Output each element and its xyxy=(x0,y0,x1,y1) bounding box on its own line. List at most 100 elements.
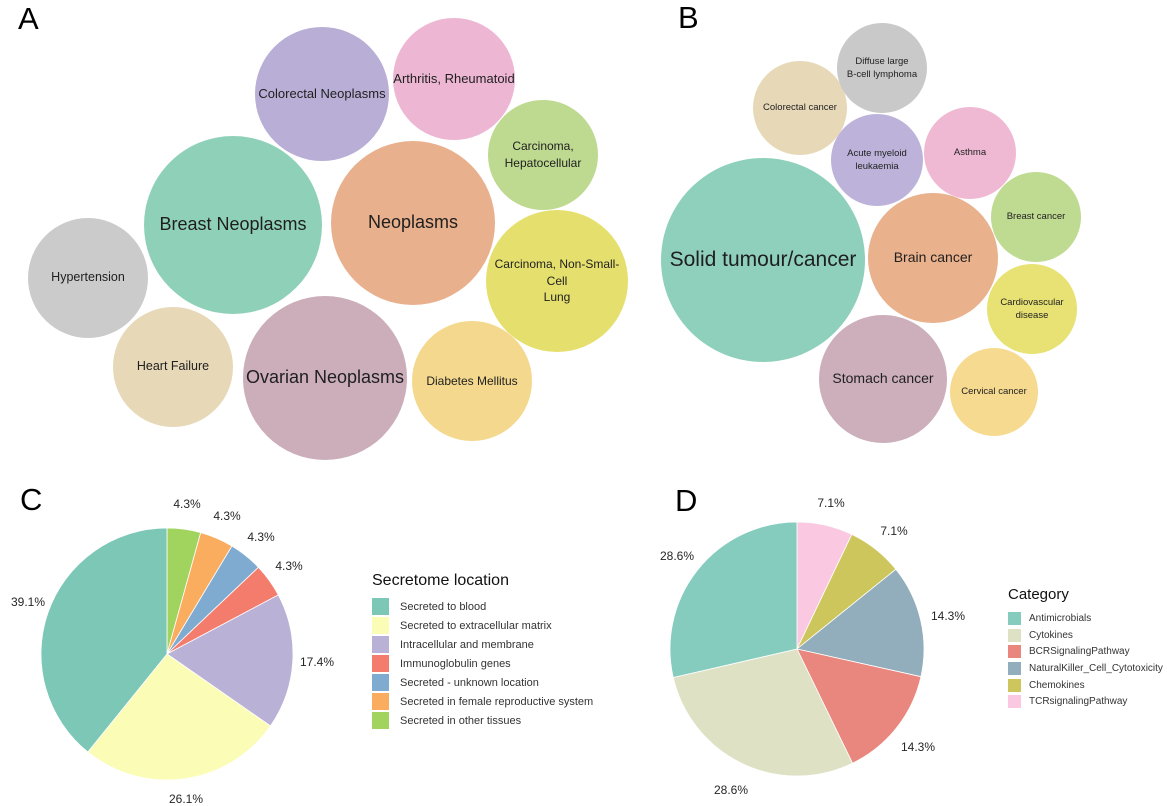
legend-title-category: Category xyxy=(1008,586,1069,603)
bubble-diffuse-large-b-cell-lymphoma: Diffuse large B-cell lymphoma xyxy=(837,23,927,113)
legend-item-intracellular-and-membrane: Intracellular and membrane xyxy=(372,635,534,654)
pie-slice-cytokines xyxy=(672,648,854,777)
bubble-breast-neoplasms: Breast Neoplasms xyxy=(144,136,322,314)
legend-color-swatch xyxy=(1008,645,1021,659)
legend-color-swatch xyxy=(372,636,389,653)
bubble-label: Arthritis, Rheumatoid xyxy=(393,70,515,86)
pct-label-bcrsignalingpathway: 14.3% xyxy=(900,740,936,754)
legend-label: Secreted in female reproductive system xyxy=(400,695,594,708)
legend-color-swatch xyxy=(372,617,389,634)
legend-item-immunoglobulin-genes: Immunoglobulin genes xyxy=(372,654,511,673)
bubble-stomach-cancer: Stomach cancer xyxy=(819,315,947,443)
bubble-label: Carcinoma, Non-Small-Cell Lung xyxy=(494,256,620,305)
legend-label: NaturalKiller_Cell_Cytotoxicity xyxy=(1029,662,1163,674)
pie-slice-intracellular-and-membrane xyxy=(166,594,294,727)
pie-secretome-location xyxy=(40,527,294,781)
pct-label-tcrsignalingpathway: 7.1% xyxy=(817,496,845,510)
legend-label: Secreted in other tissues xyxy=(400,714,522,727)
legend-label: Antimicrobials xyxy=(1029,612,1092,624)
bubble-label: Cardiovascular disease xyxy=(1000,296,1064,321)
legend-label: Chemokines xyxy=(1029,679,1085,691)
bubble-brain-cancer: Brain cancer xyxy=(868,193,998,323)
legend-label: BCRSignalingPathway xyxy=(1029,646,1130,658)
pie-slice-secreted-to-blood xyxy=(40,527,168,753)
legend-item-secreted-in-female-reproductive-system: Secreted in female reproductive system xyxy=(372,692,593,711)
bubble-breast-cancer: Breast cancer xyxy=(991,172,1081,262)
legend-color-swatch xyxy=(1008,695,1021,709)
pct-label-secreted-in-other-tissues: 4.3% xyxy=(173,497,201,511)
bubble-label: Colorectal cancer xyxy=(763,102,837,114)
legend-item-naturalkiller-cell-cytotoxicity: NaturalKiller_Cell_Cytotoxicity xyxy=(1008,660,1163,677)
legend-color-swatch xyxy=(372,598,389,615)
legend-item-antimicrobials: Antimicrobials xyxy=(1008,610,1091,627)
legend-item-secreted-in-other-tissues: Secreted in other tissues xyxy=(372,711,521,730)
bubble-neoplasms: Neoplasms xyxy=(331,141,495,305)
pct-label-secreted-to-extracellular-matrix: 26.1% xyxy=(168,792,204,806)
panel-d-letter: D xyxy=(675,483,698,518)
legend-item-chemokines: Chemokines xyxy=(1008,677,1085,694)
bubble-ovarian-neoplasms: Ovarian Neoplasms xyxy=(243,296,407,460)
bubble-label: Brain cancer xyxy=(893,249,973,266)
pct-label-chemokines: 7.1% xyxy=(880,524,908,538)
legend-label: Secreted to extracellular matrix xyxy=(400,619,552,632)
bubble-carcinoma-non-small-cell-lung: Carcinoma, Non-Small-Cell Lung xyxy=(486,210,628,352)
pct-label-cytokines: 28.6% xyxy=(713,783,749,797)
bubble-label: Asthma xyxy=(953,147,987,159)
bubble-label: Colorectal Neoplasms xyxy=(258,85,386,101)
legend-color-swatch xyxy=(372,674,389,691)
bubble-cardiovascular-disease: Cardiovascular disease xyxy=(987,264,1077,354)
legend-color-swatch xyxy=(1008,678,1021,692)
bubble-heart-failure: Heart Failure xyxy=(113,307,233,427)
legend-title-secretome-location: Secretome location xyxy=(372,572,509,589)
bubble-label: Breast Neoplasms xyxy=(159,214,307,235)
pct-label-intracellular-and-membrane: 17.4% xyxy=(299,655,335,669)
bubble-asthma: Asthma xyxy=(924,107,1016,199)
bubble-cervical-cancer: Cervical cancer xyxy=(950,348,1038,436)
bubble-colorectal-cancer: Colorectal cancer xyxy=(753,61,847,155)
legend-item-tcrsignalingpathway: TCRsignalingPathway xyxy=(1008,694,1127,711)
bubble-hypertension: Hypertension xyxy=(28,218,148,338)
panel-c-letter: C xyxy=(20,482,43,517)
bubble-label: Diabetes Mellitus xyxy=(426,373,518,388)
pie-slice-antimicrobials xyxy=(669,521,798,678)
legend-color-swatch xyxy=(1008,611,1021,625)
bubble-label: Acute myeloid leukaemia xyxy=(847,147,907,172)
bubble-carcinoma-hepatocellular: Carcinoma, Hepatocellular xyxy=(488,100,598,210)
legend-color-swatch xyxy=(372,655,389,672)
pct-label-secreted-to-blood: 39.1% xyxy=(10,595,46,609)
bubble-solid-tumour-cancer: Solid tumour/cancer xyxy=(661,158,865,362)
legend-color-swatch xyxy=(372,712,389,729)
bubble-label: Ovarian Neoplasms xyxy=(245,367,405,388)
legend-item-secreted-to-blood: Secreted to blood xyxy=(372,597,486,616)
legend-color-swatch xyxy=(1008,628,1021,642)
panel-a-letter: A xyxy=(18,1,39,36)
legend-label: TCRsignalingPathway xyxy=(1029,696,1128,708)
pie-slice-secreted-to-extracellular-matrix xyxy=(87,653,272,781)
legend-item-secreted-unknown-location: Secreted - unknown location xyxy=(372,673,539,692)
legend-item-bcrsignalingpathway: BCRSignalingPathway xyxy=(1008,643,1130,660)
pct-label-immunoglobulin-genes: 4.3% xyxy=(275,559,303,573)
panel-b-letter: B xyxy=(678,0,699,35)
bubble-label: Neoplasms xyxy=(367,212,459,233)
pct-label-secreted-in-female-reproductive-system: 4.3% xyxy=(213,509,241,523)
legend-item-secreted-to-extracellular-matrix: Secreted to extracellular matrix xyxy=(372,616,552,635)
bubble-label: Heart Failure xyxy=(136,359,210,374)
bubble-colorectal-neoplasms: Colorectal Neoplasms xyxy=(255,27,389,161)
bubble-label: Solid tumour/cancer xyxy=(669,248,857,272)
legend-color-swatch xyxy=(1008,661,1021,675)
bubble-label: Stomach cancer xyxy=(832,370,934,387)
bubble-label: Hypertension xyxy=(51,270,125,285)
legend-label: Cytokines xyxy=(1029,629,1073,641)
pie-slice-bcrsignalingpathway xyxy=(796,648,922,764)
bubble-label: Cervical cancer xyxy=(961,386,1027,398)
legend-label: Intracellular and membrane xyxy=(400,638,534,651)
legend-label: Immunoglobulin genes xyxy=(400,657,511,670)
bubble-label: Breast cancer xyxy=(1006,211,1066,223)
bubble-label: Diffuse large B-cell lymphoma xyxy=(846,55,918,80)
pct-label-antimicrobials: 28.6% xyxy=(659,549,695,563)
pie-slice-naturalkiller-cell-cytotoxicity xyxy=(796,568,925,678)
